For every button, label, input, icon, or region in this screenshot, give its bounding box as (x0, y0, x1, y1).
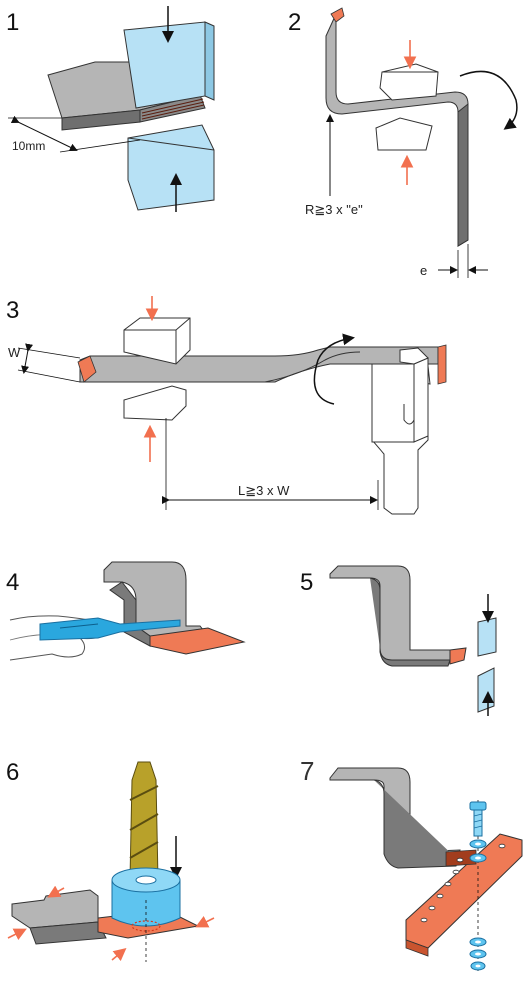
step-4-number: 4 (6, 569, 19, 596)
red-arrow (7, 928, 27, 941)
step-5-number: 5 (300, 569, 313, 596)
red-arrow (47, 885, 65, 898)
upper-clamp-block (379, 63, 439, 101)
step1-upper-blade-side (204, 21, 215, 101)
drill-target-mark (131, 920, 161, 932)
length-label: L≧3 x W (238, 483, 290, 498)
step-3-number: 3 (6, 297, 19, 324)
step-2-panel: 2 R≧3 x "e" e (288, 7, 518, 278)
step-3-panel: 3 W L≧3 x W (6, 296, 447, 515)
thickness-label: e (420, 263, 427, 278)
copper-tip-left (77, 355, 97, 383)
deburring-tool (39, 617, 181, 641)
dimension-10mm-label: 10mm (12, 139, 45, 153)
dimension-line (10, 115, 78, 151)
copper-pad (149, 627, 246, 655)
step-1-panel: 1 10mm (6, 6, 215, 212)
step6-busbar (11, 889, 99, 929)
step-5-panel: 5 (300, 565, 497, 716)
step-6-number: 6 (6, 759, 19, 786)
step-7-number: 7 (300, 756, 314, 786)
red-arrow (195, 915, 215, 928)
lower-clamp-block (123, 385, 187, 421)
twist-section (264, 351, 361, 383)
lower-clamp-block (375, 117, 433, 151)
step1-lower-blade (127, 124, 215, 211)
rotation-arrow (313, 333, 355, 405)
lamination-lines (141, 98, 205, 120)
step5-busbar (329, 565, 455, 661)
step-1-number: 1 (6, 9, 19, 36)
rotation-arrow (459, 70, 518, 130)
copper-tip (330, 7, 345, 23)
upper-blade (477, 617, 497, 657)
step5-busbar-side (369, 577, 451, 667)
step-7-panel: 7 (300, 756, 523, 972)
drill-guide-cylinder (111, 867, 181, 927)
step1-upper-blade (123, 21, 206, 109)
copper-tip-right (437, 344, 447, 385)
step-2-number: 2 (288, 9, 301, 36)
fork-head (371, 363, 415, 443)
bolt (469, 801, 487, 837)
bolt-holes (420, 843, 506, 923)
red-arrow (111, 947, 127, 962)
width-label: W (8, 345, 21, 360)
step-6-panel: 6 (6, 759, 215, 962)
copper-tip (449, 647, 467, 665)
radius-label: R≧3 x "e" (305, 202, 363, 217)
width-dimension-line (21, 343, 34, 374)
step-4-panel: 4 (6, 561, 246, 661)
step2-busbar-edge-front (457, 102, 469, 247)
lower-blade (477, 667, 495, 713)
